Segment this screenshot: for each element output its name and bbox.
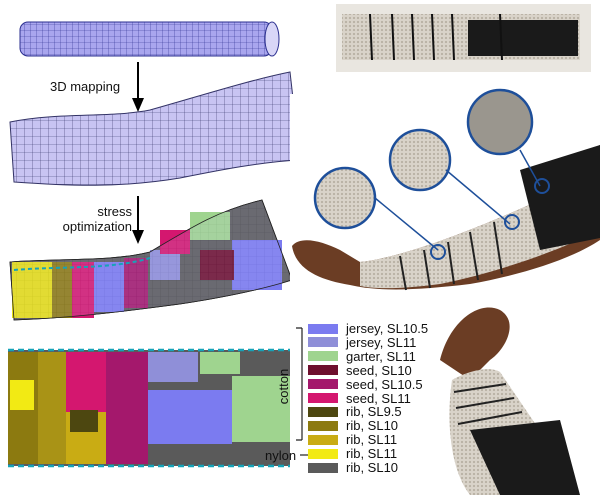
legend-item: seed, SL10	[308, 363, 412, 378]
legend-label: seed, SL11	[346, 390, 411, 406]
legend-item: seed, SL10.5	[308, 377, 423, 392]
legend-label: rib, SL11	[346, 432, 398, 448]
legend-swatch	[308, 406, 338, 417]
legend-item: rib, SL9.5	[308, 404, 402, 419]
legend-item: rib, SL11	[308, 432, 397, 447]
legend-swatch	[308, 379, 338, 390]
legend-label: jersey, SL11	[346, 334, 417, 350]
legend-label: rib, SL9.5	[346, 404, 402, 420]
cotton-label: cotton	[276, 368, 292, 405]
stress-optimization-label: stress optimization	[62, 204, 132, 234]
legend-item: jersey, SL10.5	[308, 321, 428, 336]
legend-item: rib, SL10	[308, 418, 398, 433]
legend-swatch	[308, 420, 338, 431]
legend-item: jersey, SL11	[308, 335, 416, 350]
legend-item: garter, SL11	[308, 349, 416, 364]
legend-label: rib, SL10	[346, 460, 399, 475]
legend-swatch	[308, 351, 338, 362]
legend-label: rib, SL10	[346, 418, 399, 434]
legend-item: rib, SL11	[308, 446, 397, 461]
nylon-label: nylon	[265, 448, 297, 463]
legend-item: seed, SL11	[308, 391, 411, 406]
legend-swatch	[308, 323, 338, 334]
legend-label: seed, SL10	[346, 362, 412, 378]
mapping-label: 3D mapping	[50, 79, 121, 94]
legend-swatch	[308, 448, 338, 459]
legend-swatch	[308, 337, 338, 348]
legend-swatch	[308, 434, 338, 445]
legend-swatch	[308, 393, 338, 403]
legend-item: rib, SL10	[308, 460, 398, 475]
legend-label: garter, SL11	[346, 348, 416, 364]
legend-label: jersey, SL10.5	[346, 321, 429, 336]
legend-swatch	[308, 462, 338, 473]
legend-swatch	[308, 365, 338, 376]
legend-label: seed, SL10.5	[346, 376, 423, 392]
legend-label: rib, SL11	[346, 446, 398, 462]
